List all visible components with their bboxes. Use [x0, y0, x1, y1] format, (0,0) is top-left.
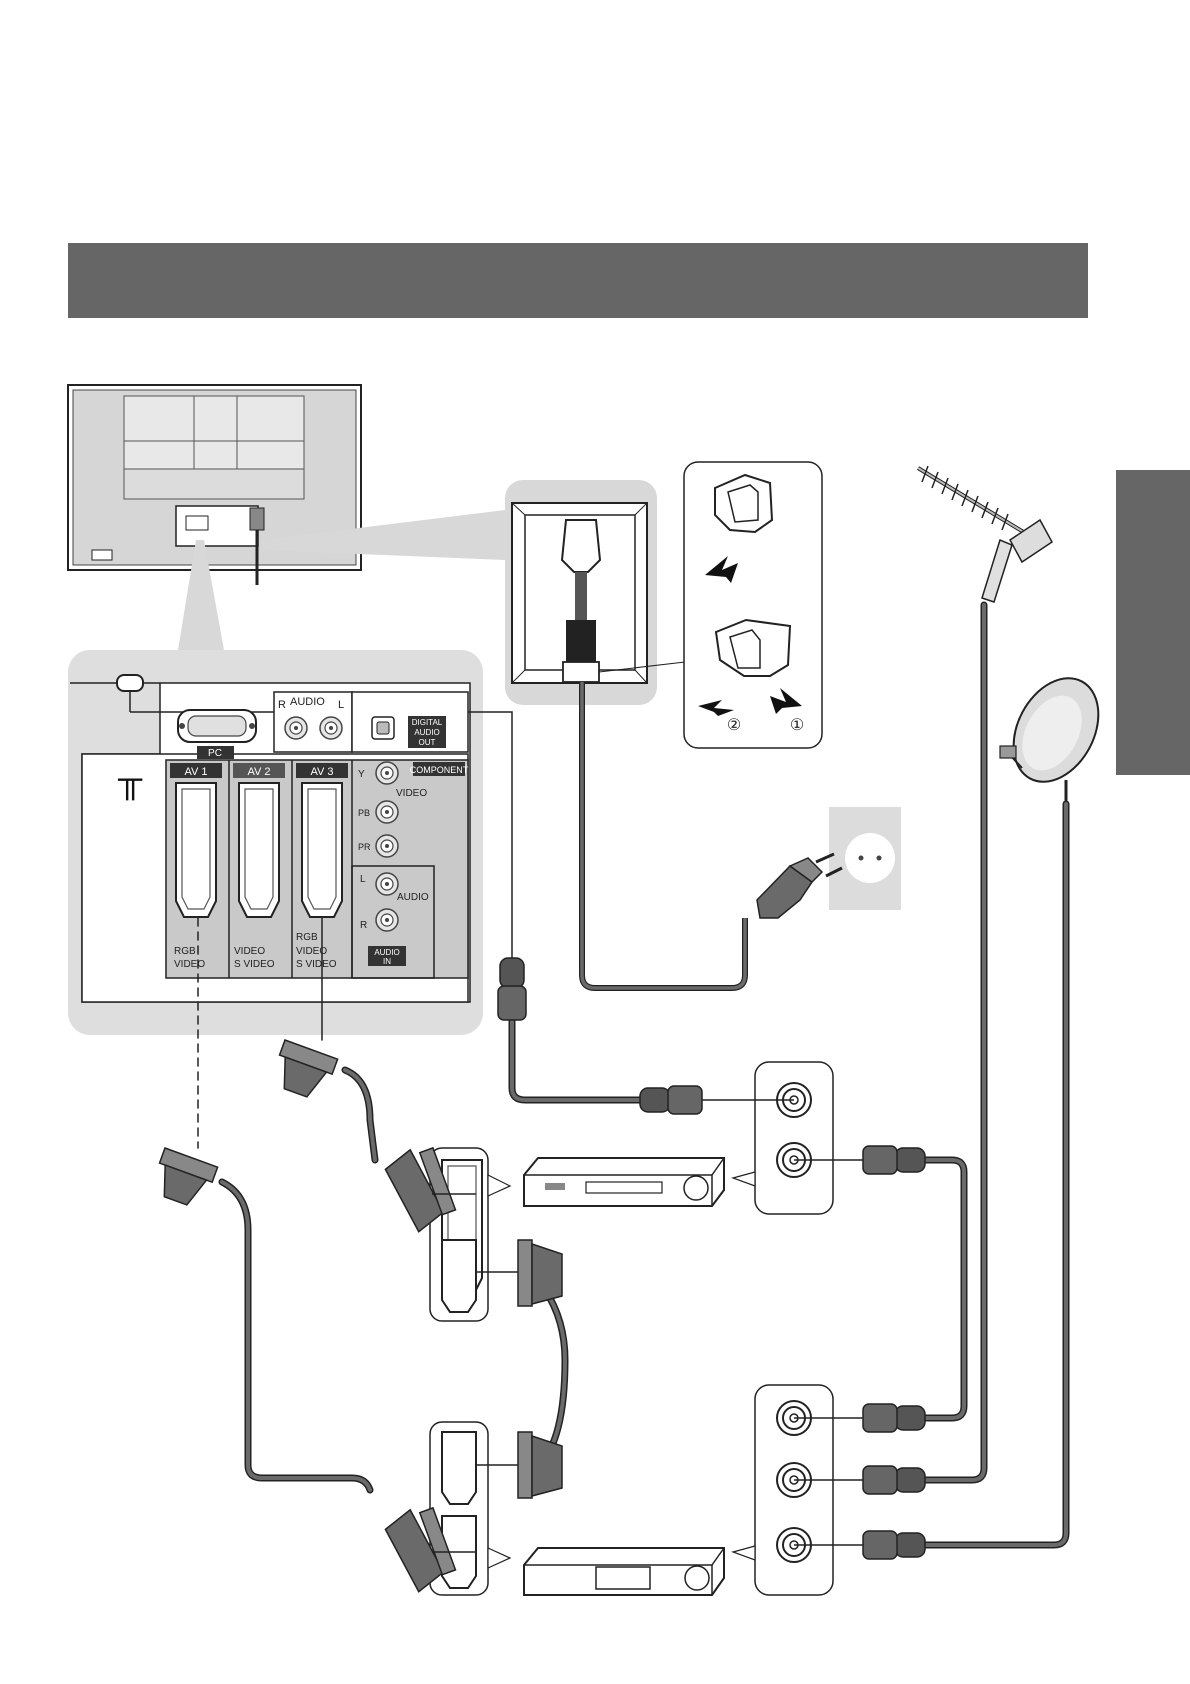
clamp-step-1: ① [790, 717, 804, 734]
stb-rf-inset [731, 1384, 834, 1596]
audio-in-l-jack [375, 872, 399, 896]
audio-in-r-jack [375, 908, 399, 932]
av1-scart-socket [175, 782, 217, 918]
av3-label: AV 3 [310, 766, 333, 778]
y-label: Y [358, 769, 365, 780]
vcr-device-icon [523, 1157, 725, 1207]
audio-in-r-label: R [360, 920, 367, 931]
terrestrial-aerial-icon [916, 465, 1053, 603]
pb-jack [375, 800, 399, 824]
section-header-bar [68, 243, 1088, 318]
av3-svideo-label: S VIDEO [296, 959, 337, 970]
audio-out-label: AUDIO [290, 696, 325, 708]
pc-label: PC [208, 748, 222, 759]
vcr-out-plug [639, 1085, 703, 1115]
av2-video-label: VIDEO [234, 946, 265, 957]
clamp-step-2: ② [727, 717, 741, 734]
av1-rgb-label: RGB [174, 946, 196, 957]
y-jack [375, 761, 399, 785]
power-cable [579, 682, 843, 991]
pc-port [177, 709, 257, 743]
av3-video-label: VIDEO [296, 946, 327, 957]
stb-scart-plug-1 [517, 1431, 563, 1499]
av2-label: AV 2 [247, 766, 270, 778]
satellite-dish-icon [999, 677, 1100, 804]
audio-in-l-label: L [360, 874, 366, 885]
pb-label: PB [358, 808, 370, 818]
av3-scart-socket [301, 782, 343, 918]
terminal-panel: ╥ PC R AUDIO L DIGITAL AUDIO OUT AV 1 AV… [68, 650, 513, 1035]
stb-scart-plug-2 [384, 1506, 457, 1593]
audio-in-line2: IN [383, 957, 391, 966]
av1-label: AV 1 [184, 766, 207, 778]
audio-out-l-jack [319, 716, 343, 740]
set-top-box-icon [523, 1547, 725, 1596]
vcr-scart-plug-2 [517, 1239, 563, 1307]
cable-clamp-detail: ② ① [683, 461, 823, 749]
antenna-socket-icon [116, 674, 144, 712]
wall-outlet [829, 807, 901, 910]
vcr-rf-inset [731, 1061, 834, 1215]
av3-scart-plug [278, 1039, 339, 1098]
audio-out-l-label: L [338, 699, 344, 711]
component-label: COMPONENT [410, 765, 469, 775]
digital-audio-out-line3: OUT [419, 738, 436, 747]
vcr-scart-2 [441, 1239, 477, 1313]
av2-svideo-label: S VIDEO [234, 959, 275, 970]
digital-audio-out-line1: DIGITAL [412, 718, 443, 727]
stb-out-plug [862, 1403, 926, 1433]
stb-in-plug [862, 1465, 926, 1495]
pr-label: PR [358, 842, 371, 852]
side-chapter-tab [1116, 470, 1190, 775]
zoom-callout-panel [178, 540, 224, 650]
scart-plugs [158, 1039, 563, 1593]
stb-sat-plug [862, 1530, 926, 1560]
pr-jack [375, 834, 399, 858]
antenna-symbol: ╥ [117, 761, 143, 801]
audio-out-r-label: R [278, 699, 286, 711]
av3-rgb-label: RGB [296, 932, 318, 943]
audio-out-r-jack [284, 716, 308, 740]
av1-video-label: VIDEO [174, 959, 205, 970]
vcr-scart-plug-1 [384, 1146, 457, 1233]
av2-scart-socket [238, 782, 280, 918]
cables [197, 601, 1070, 1549]
audio-in-line1: AUDIO [374, 948, 399, 957]
stb-scart-1 [441, 1431, 477, 1505]
audio-in-side-label: AUDIO [397, 892, 429, 903]
power-connector-zoom [505, 480, 686, 705]
tv-rear-view [67, 384, 362, 585]
av1-scart-plug [158, 1147, 219, 1206]
digital-audio-out-line2: AUDIO [414, 728, 439, 737]
vcr-in-plug [862, 1145, 926, 1175]
tv-rf-plug [497, 957, 527, 1021]
component-video-label: VIDEO [396, 788, 427, 799]
rf-plugs [497, 957, 926, 1560]
antenna-lead [130, 711, 513, 958]
zoom-callout-power [262, 510, 505, 560]
